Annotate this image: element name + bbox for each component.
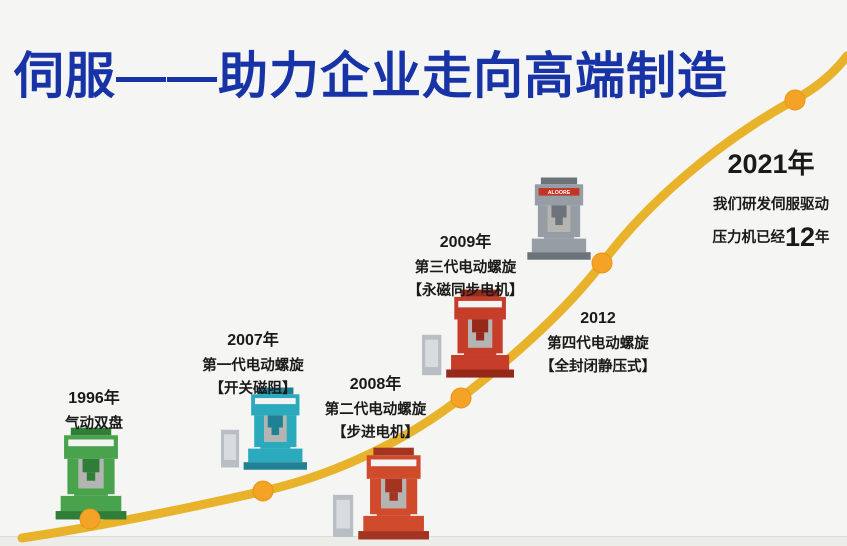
press-illustration [55, 427, 127, 520]
machine-2008-gen2-press [324, 446, 438, 542]
control-cabinet [422, 334, 442, 376]
machine-2007-gen1-press [214, 386, 314, 472]
control-cabinet [333, 494, 354, 537]
press-body: ALOORE [527, 177, 591, 260]
press-illustration [422, 289, 514, 378]
machine-1996-pneumatic-press [48, 426, 134, 522]
machine-2009-gen3-press [414, 288, 522, 380]
control-cabinet [221, 429, 240, 468]
press-illustration [333, 447, 429, 540]
growth-curve [17, 51, 847, 543]
press-body [446, 289, 514, 378]
press-illustration: ALOORE [527, 177, 591, 260]
press-body [358, 447, 429, 540]
machine-2012-gen4-press: ALOORE [514, 176, 604, 262]
press-illustration [221, 387, 307, 470]
press-body [243, 387, 307, 470]
press-body [55, 427, 127, 520]
brand-label: ALOORE [548, 190, 571, 196]
